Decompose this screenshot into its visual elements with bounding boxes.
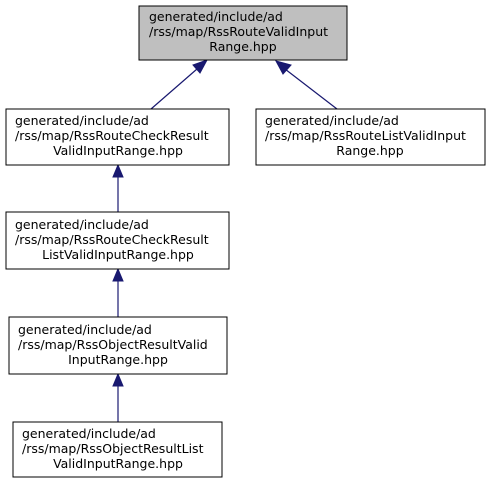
- node-rss-route-check-result-valid-input-range[interactable]: generated/include/ad /rss/map/RssRouteCh…: [5, 108, 230, 166]
- node-line-1: generated/include/ad: [265, 113, 399, 128]
- edge-check-result-list-to-check-result: [112, 163, 124, 212]
- arrowhead-icon: [112, 372, 124, 387]
- edge-list-valid-to-root: [275, 60, 338, 110]
- node-line-2: /rss/map/RssObjectResultList: [22, 441, 204, 456]
- node-line-1: generated/include/ad: [15, 217, 149, 232]
- node-rss-object-result-valid-input-range[interactable]: generated/include/ad /rss/map/RssObjectR…: [8, 316, 228, 375]
- node-rss-route-valid-input-range[interactable]: generated/include/ad /rss/map/RssRouteVa…: [138, 5, 348, 61]
- node-line-1: generated/include/ad: [149, 9, 283, 24]
- node-line-3: Range.hpp: [209, 39, 276, 54]
- node-rss-object-result-list-valid-input-range[interactable]: generated/include/ad /rss/map/RssObjectR…: [12, 421, 223, 478]
- edge-object-result-to-check-result-list: [112, 267, 124, 317]
- arrowhead-icon: [275, 60, 292, 75]
- node-rss-route-check-result-list-valid-input-range[interactable]: generated/include/ad /rss/map/RssRouteCh…: [5, 211, 230, 270]
- node-line-1: generated/include/ad: [18, 322, 152, 337]
- node-line-2: /rss/map/RssObjectResultValid: [18, 337, 208, 352]
- node-line-2: /rss/map/RssRouteCheckResult: [15, 232, 209, 247]
- node-line-2: /rss/map/RssRouteListValidInput: [265, 128, 466, 143]
- node-line-3: ListValidInputRange.hpp: [42, 247, 194, 262]
- node-line-2: /rss/map/RssRouteCheckResult: [15, 128, 209, 143]
- arrowhead-icon: [192, 59, 209, 74]
- node-line-3: ValidInputRange.hpp: [53, 456, 183, 471]
- arrowhead-icon: [112, 267, 124, 282]
- edge-object-result-list-to-object-result: [112, 372, 124, 422]
- node-line-2: /rss/map/RssRouteValidInput: [149, 24, 328, 39]
- node-line-3: Range.hpp: [336, 143, 403, 158]
- node-line-1: generated/include/ad: [15, 113, 149, 128]
- edge-check-result-to-root: [150, 59, 209, 110]
- arrowhead-icon: [112, 163, 124, 178]
- node-line-1: generated/include/ad: [22, 426, 156, 441]
- node-rss-route-list-valid-input-range[interactable]: generated/include/ad /rss/map/RssRouteLi…: [255, 108, 486, 166]
- node-line-3: ValidInputRange.hpp: [53, 143, 183, 158]
- node-line-3: InputRange.hpp: [68, 352, 168, 367]
